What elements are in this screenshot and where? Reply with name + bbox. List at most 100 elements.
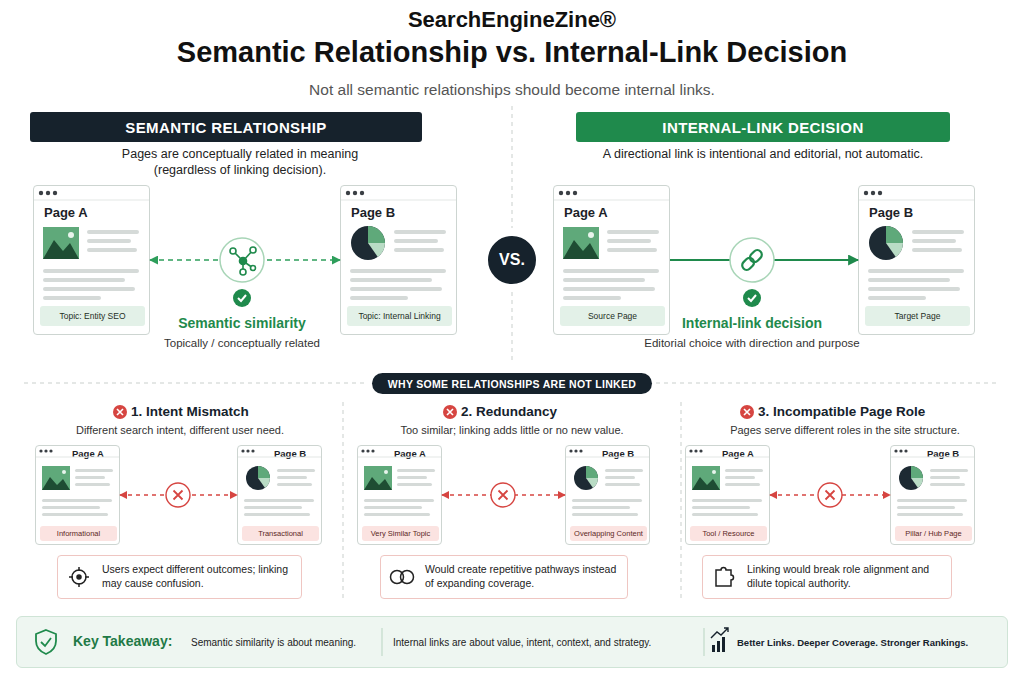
section-description: Pages are conceptually related in meanin… [90,147,390,178]
divider-lines [512,106,513,228]
node-text: VS. [499,251,525,269]
check-icon [238,295,246,301]
shield-icon [41,638,51,646]
relation-note: Editorial choice with direction and purp… [602,336,902,350]
overlap-icon [401,571,414,584]
takeaway-text: Internal links are about value, intent, … [393,637,651,648]
takeaway-dividers [382,628,383,656]
target-icon [69,567,89,587]
chart-icon [712,645,715,652]
cross-badge [818,483,842,507]
heading-cross-icon [113,405,127,419]
node-text: Page A [44,205,88,220]
node-text: Page A [564,205,608,220]
heading-cross-icon [113,405,754,419]
page-illustrations [859,191,974,300]
subtitle: Not all semantic relationships should be… [212,80,812,99]
divider-lines [681,402,682,602]
cross-badge [166,483,842,507]
link-icon [740,248,763,271]
cross-badge [826,491,835,500]
divider-lines [656,383,1000,384]
takeaway-text: Better Links. Deeper Coverage. Stronger … [737,637,968,648]
node-text: Very Similar Topic [371,529,430,538]
node-text: Overlapping Content [574,529,643,538]
network-icon [242,261,244,272]
node-text: Page A [72,448,104,459]
page-illustrations [341,191,456,300]
cross-badge [166,483,190,507]
target-icon [77,575,81,579]
link-icon [740,256,756,272]
relation-label: Semantic similarity [142,315,342,333]
node-text: Page B [602,448,634,459]
page-card: Page BTransactional [237,445,322,545]
node-text: Linking would break role alignment and d… [747,563,943,590]
network-icon [243,261,253,268]
node-text: Page B [927,448,959,459]
note-box: Users expect different outcomes; linking… [57,555,302,599]
node-text: Page B [869,205,913,220]
page-card: Page B Overlapping Content [565,445,650,545]
relation-note: Topically / conceptually related [122,336,362,350]
takeaway-text: Semantic similarity is about meaning. [191,637,356,648]
page-tag: Pillar / Hub Page [895,526,972,541]
reason-heading: 3. Incompatible Page Role [758,404,925,421]
node-text: Topic: Internal Linking [358,311,440,321]
node-text: Users expect different outcomes; linking… [102,563,293,590]
puzzle-icon [716,568,734,587]
relation-connector [442,494,565,495]
link-icon [748,248,764,264]
page-illustrations [891,449,974,516]
page-illustrations [358,449,441,516]
chart-icon [711,628,728,638]
page-tag: Topic: Entity SEO [40,306,145,326]
page-card: Page B Pillar / Hub Page [890,445,975,545]
page-card: Page A Source Page [553,185,670,335]
node-text: Page B [351,205,395,220]
page-illustrations [34,191,974,516]
reason-heading: 2. Redundancy [461,404,557,421]
section-header: SEMANTIC RELATIONSHIP [30,112,422,142]
page-card: Page B Topic: Internal Linking [340,185,457,335]
node-text: Page A [394,448,426,459]
relation-connector [770,494,890,495]
heading-cross-icon [740,405,754,419]
page-illustrations [238,449,321,516]
badge-circle [487,235,537,285]
takeaway-text: Key Takeaway: [73,633,172,649]
check-icon [233,289,251,307]
relation-connector [120,494,237,495]
heading-cross-icon [443,405,457,419]
page-tag: Tool / Resource [690,526,767,541]
takeaway-dividers [382,628,704,656]
chart-icon [717,641,720,652]
node-text: Tool / Resource [702,529,754,538]
page-card: Page ATool / Resource [685,445,770,545]
network-icon [240,269,246,275]
check-icon [743,289,761,307]
overlap-icon [391,571,414,584]
node-text: Informational [57,529,100,538]
takeaway-banner: Key Takeaway: Semantic similarity is abou… [16,616,1008,668]
cross-badge [174,491,183,500]
check-icon [748,295,756,301]
network-icon [220,238,264,282]
network-icon [250,247,256,253]
reason-heading: 1. Intent Mismatch [131,404,249,421]
node-text: Pillar / Hub Page [905,529,961,538]
cross-badge [491,483,515,507]
node-text: SEMANTIC RELATIONSHIP [125,119,326,136]
network-icon [230,247,256,275]
page-tag: Source Page [560,306,665,326]
divider-lines [24,106,1000,602]
diagram-title: Semantic Relationship vs. Internal-Link … [0,34,1024,70]
page-tag: Transactional [242,526,319,541]
page-illustrations [554,191,669,300]
target-icon [72,570,86,584]
section-header: INTERNAL-LINK DECISION [576,112,950,142]
node-text: Would create repetitive pathways instead… [425,563,619,590]
